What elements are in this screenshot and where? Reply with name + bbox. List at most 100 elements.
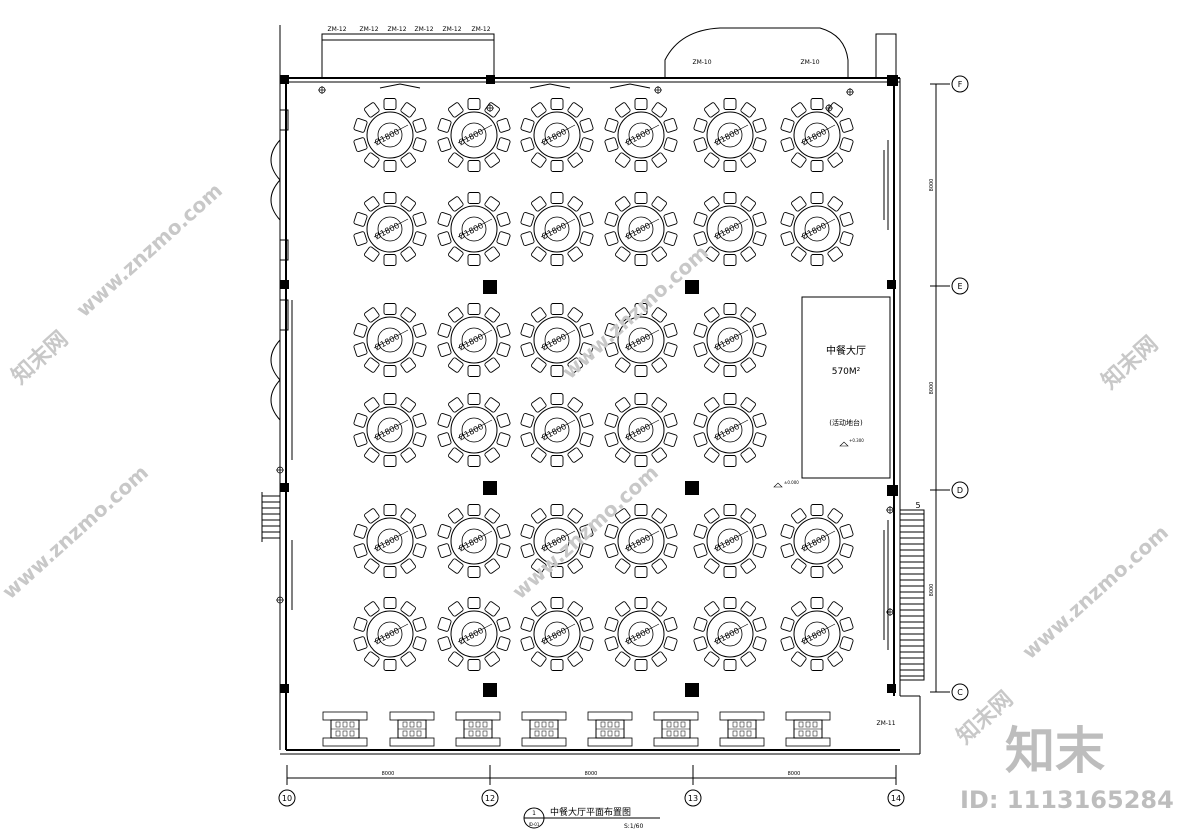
round-table: Ø1800 <box>437 192 511 266</box>
lazy-susan <box>717 621 743 647</box>
chair <box>615 447 631 463</box>
lazy-susan <box>377 417 403 443</box>
chair <box>448 196 464 212</box>
round-table: Ø1800 <box>693 393 767 467</box>
chair <box>740 196 756 212</box>
chair <box>383 566 397 578</box>
chair <box>810 566 824 578</box>
chair <box>437 543 452 558</box>
chair <box>780 212 795 227</box>
chair <box>740 357 756 373</box>
chair <box>579 118 594 133</box>
chair <box>704 651 720 667</box>
chair <box>810 659 824 671</box>
lazy-susan <box>804 216 830 242</box>
chair <box>448 246 464 262</box>
stage-elevation: +0.300 <box>849 438 864 443</box>
chair <box>550 254 564 266</box>
chair <box>531 246 547 262</box>
chair <box>400 357 416 373</box>
chair <box>663 432 678 447</box>
round-table: Ø1800 <box>693 98 767 172</box>
chair <box>579 432 594 447</box>
round-table: Ø1800 <box>520 98 594 172</box>
round-table: Ø1800 <box>353 192 427 266</box>
chair <box>839 524 854 539</box>
chair <box>353 342 368 357</box>
table-top <box>366 517 414 565</box>
chair <box>412 617 427 632</box>
chair <box>467 192 481 204</box>
grid-col-10: 10 <box>282 794 292 803</box>
chair <box>437 524 452 539</box>
diameter-line <box>373 623 409 643</box>
round-table: Ø1800 <box>780 504 854 578</box>
grid-col-12: 12 <box>485 794 495 803</box>
chair <box>704 397 720 413</box>
diameter-line <box>713 419 749 439</box>
chair <box>520 212 535 227</box>
lazy-susan <box>377 122 403 148</box>
chair <box>634 160 648 172</box>
chair <box>412 524 427 539</box>
chair <box>496 543 511 558</box>
chair <box>520 323 535 338</box>
chair <box>467 504 481 516</box>
chair <box>663 617 678 632</box>
chair <box>383 254 397 266</box>
diameter-line <box>713 329 749 349</box>
chair <box>752 432 767 447</box>
chair <box>531 102 547 118</box>
diameter-line <box>713 530 749 550</box>
diameter-line <box>540 419 576 439</box>
chair <box>520 617 535 632</box>
round-table: Ø1800 <box>353 98 427 172</box>
booth-tables <box>322 711 831 747</box>
chair <box>634 504 648 516</box>
chair <box>567 651 583 667</box>
chair <box>740 601 756 617</box>
chair <box>484 651 500 667</box>
chair <box>693 323 708 338</box>
chair <box>704 152 720 168</box>
drawing-scale: S:1/60 <box>624 823 643 830</box>
chair <box>723 365 737 377</box>
chair <box>484 152 500 168</box>
chair <box>693 636 708 651</box>
activity-stage <box>801 296 891 479</box>
chair <box>723 566 737 578</box>
chair <box>723 192 737 204</box>
door-tag-toilet-3: ZM-12 <box>387 26 406 33</box>
chair <box>383 597 397 609</box>
grid-row-f: F <box>958 80 963 89</box>
chair <box>615 508 631 524</box>
chair <box>634 455 648 467</box>
chair <box>693 137 708 152</box>
vdim-2: 8000 <box>929 382 935 395</box>
chair <box>437 432 452 447</box>
round-table: Ø1800 <box>437 98 511 172</box>
chair <box>364 558 380 574</box>
chair <box>437 212 452 227</box>
booth-table <box>719 711 765 747</box>
chair <box>780 617 795 632</box>
chair <box>567 508 583 524</box>
diameter-line <box>457 419 493 439</box>
table-top <box>617 610 665 658</box>
chair <box>467 365 481 377</box>
booth-table <box>653 711 699 747</box>
right-wall-openings <box>883 140 889 650</box>
stair-right-outline <box>899 509 925 681</box>
chair <box>484 397 500 413</box>
table-top <box>706 406 754 454</box>
chair <box>579 617 594 632</box>
lazy-susan <box>628 417 654 443</box>
round-table: Ø1800 <box>353 393 427 467</box>
chair <box>550 160 564 172</box>
chair <box>467 566 481 578</box>
chair <box>693 524 708 539</box>
vdim-1: 8000 <box>929 179 935 192</box>
ceiling-lights <box>276 86 894 616</box>
table-top <box>617 406 665 454</box>
